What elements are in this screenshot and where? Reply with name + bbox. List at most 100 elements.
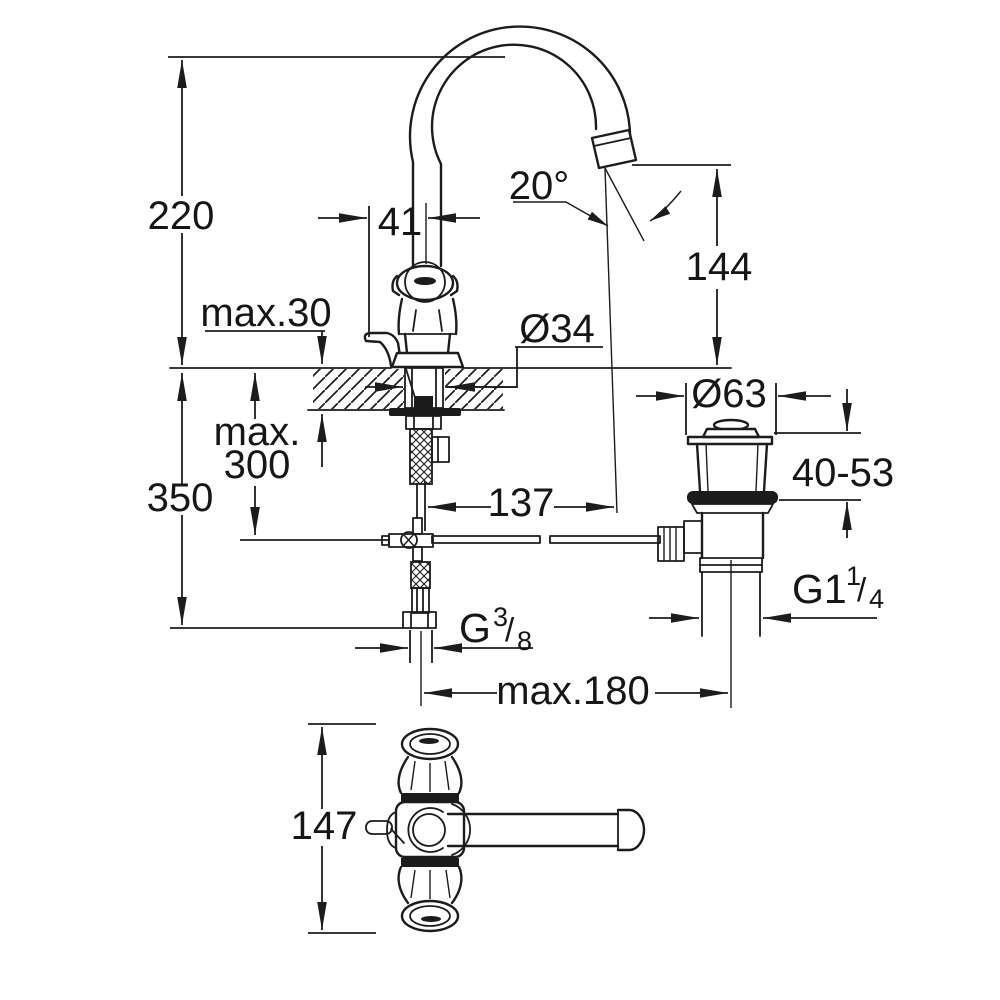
label-max300-line1: max. <box>214 410 301 454</box>
escutcheon <box>390 351 465 369</box>
plan-top-flutes <box>410 760 450 792</box>
dim-147 <box>308 723 376 934</box>
label-dia63: Ø63 <box>691 372 767 416</box>
waste-neck-outer <box>695 442 769 493</box>
plan-top-slot <box>419 738 439 744</box>
spout-tip-vertical-ref <box>604 167 618 514</box>
hose-fitting <box>411 587 430 614</box>
handle-flute-right <box>438 309 443 332</box>
label-g38-slash: / <box>505 611 515 648</box>
junction-ball <box>400 531 418 549</box>
dim-dia63 <box>636 383 831 435</box>
hose-side-stub <box>431 436 450 463</box>
locknut <box>405 415 442 430</box>
label-max180: max.180 <box>496 669 649 713</box>
hex-nut-body <box>402 611 437 629</box>
dim-dia34 <box>365 346 603 392</box>
waste-body-sides <box>700 511 765 560</box>
plan-bottom-body <box>397 865 463 905</box>
dim-20deg-arc-arrow <box>649 190 682 222</box>
label-40-53: 40-53 <box>792 451 894 495</box>
plan-body-outline <box>394 800 466 859</box>
locking-washer <box>389 408 461 416</box>
junction-stub-down <box>412 546 423 562</box>
aerator-ring <box>593 137 632 147</box>
dim-137 <box>424 481 614 531</box>
waste-collar <box>691 503 774 514</box>
dimensions <box>170 60 877 934</box>
plan-bottom-slot <box>421 916 441 922</box>
label-g38-base: G <box>459 605 491 651</box>
knurled-connector <box>657 526 685 562</box>
dim-41 <box>318 206 480 337</box>
pop-up-rod <box>431 535 661 544</box>
label-20deg: 20° <box>509 164 570 208</box>
junction-bar <box>388 533 434 548</box>
dimension-labels: 220 max.30 max. 300 350 41 20° 144 Ø34 Ø… <box>147 164 895 848</box>
dim-max30 <box>205 330 327 467</box>
dim-max30-leader <box>205 330 325 339</box>
plan-spout <box>446 808 646 852</box>
dim-g38-ext-lines <box>409 630 433 663</box>
label-dia34: Ø34 <box>519 307 595 351</box>
dim-40-53 <box>774 389 861 538</box>
deck-hatch-right <box>445 369 503 409</box>
waste-side-port <box>683 520 703 554</box>
dim-dia63-ext-lines <box>685 383 777 435</box>
label-350: 350 <box>147 476 214 520</box>
rod-segment-left <box>431 535 541 544</box>
handle-neck <box>403 332 452 355</box>
spout-aerator <box>590 128 638 170</box>
spout <box>408 25 638 268</box>
mounting-shank <box>404 367 444 409</box>
handle-skirt <box>397 297 458 336</box>
plan-body <box>386 800 472 859</box>
braided-hose-lower <box>410 561 431 589</box>
plan-body-right-bulge <box>451 803 472 856</box>
deck-hatch-left <box>313 369 404 409</box>
knurl-ribs <box>663 527 677 561</box>
dim-max180 <box>420 631 728 706</box>
waste-tailpipe <box>701 571 761 637</box>
spout-axis-ref <box>604 167 645 242</box>
plan-bottom-band <box>401 858 459 867</box>
junction-ball-hatch <box>403 533 415 547</box>
label-g38: G 3 / 8 <box>459 602 532 656</box>
handle-ear-left <box>391 274 401 297</box>
locknut-body <box>405 415 442 430</box>
label-max300-line2: 300 <box>224 443 291 487</box>
spout-outer-contour <box>408 25 632 268</box>
plan-top-cap-inner <box>409 733 451 755</box>
plan-top-body <box>397 755 463 795</box>
label-41: 41 <box>378 200 423 244</box>
label-g114-base: G1 <box>792 566 847 612</box>
shank-spacer <box>414 396 433 408</box>
dim-350 <box>170 373 403 629</box>
label-max30: max.30 <box>200 291 331 335</box>
plan-spout-tube <box>446 812 620 848</box>
knurled-nut <box>657 526 685 562</box>
plan-body-left-bulge <box>386 811 397 849</box>
label-g114: G1 1 / 4 <box>792 561 884 614</box>
plan-view <box>365 727 646 933</box>
plan-handle-top <box>397 727 463 802</box>
label-147: 147 <box>291 804 358 848</box>
handle-flute-left <box>412 309 417 332</box>
waste-flange <box>686 435 774 446</box>
plan-lever <box>365 820 405 844</box>
label-g114-sub: 4 <box>869 584 884 614</box>
waste-neck-inner <box>705 443 759 492</box>
handle-dome-inner <box>404 261 446 303</box>
label-g38-sup: 3 <box>493 602 508 632</box>
g38-hex-nut <box>402 611 437 629</box>
plan-spout-end-cap <box>616 808 646 852</box>
junction-stub-up <box>412 517 423 535</box>
plan-handle-bottom <box>397 858 463 933</box>
plan-bottom-flutes <box>410 869 451 899</box>
rod-segment-right <box>549 535 661 544</box>
plan-lever-link <box>390 828 405 844</box>
label-g114-slash: / <box>857 571 867 608</box>
handle-front <box>391 261 459 355</box>
front-view <box>168 25 638 629</box>
